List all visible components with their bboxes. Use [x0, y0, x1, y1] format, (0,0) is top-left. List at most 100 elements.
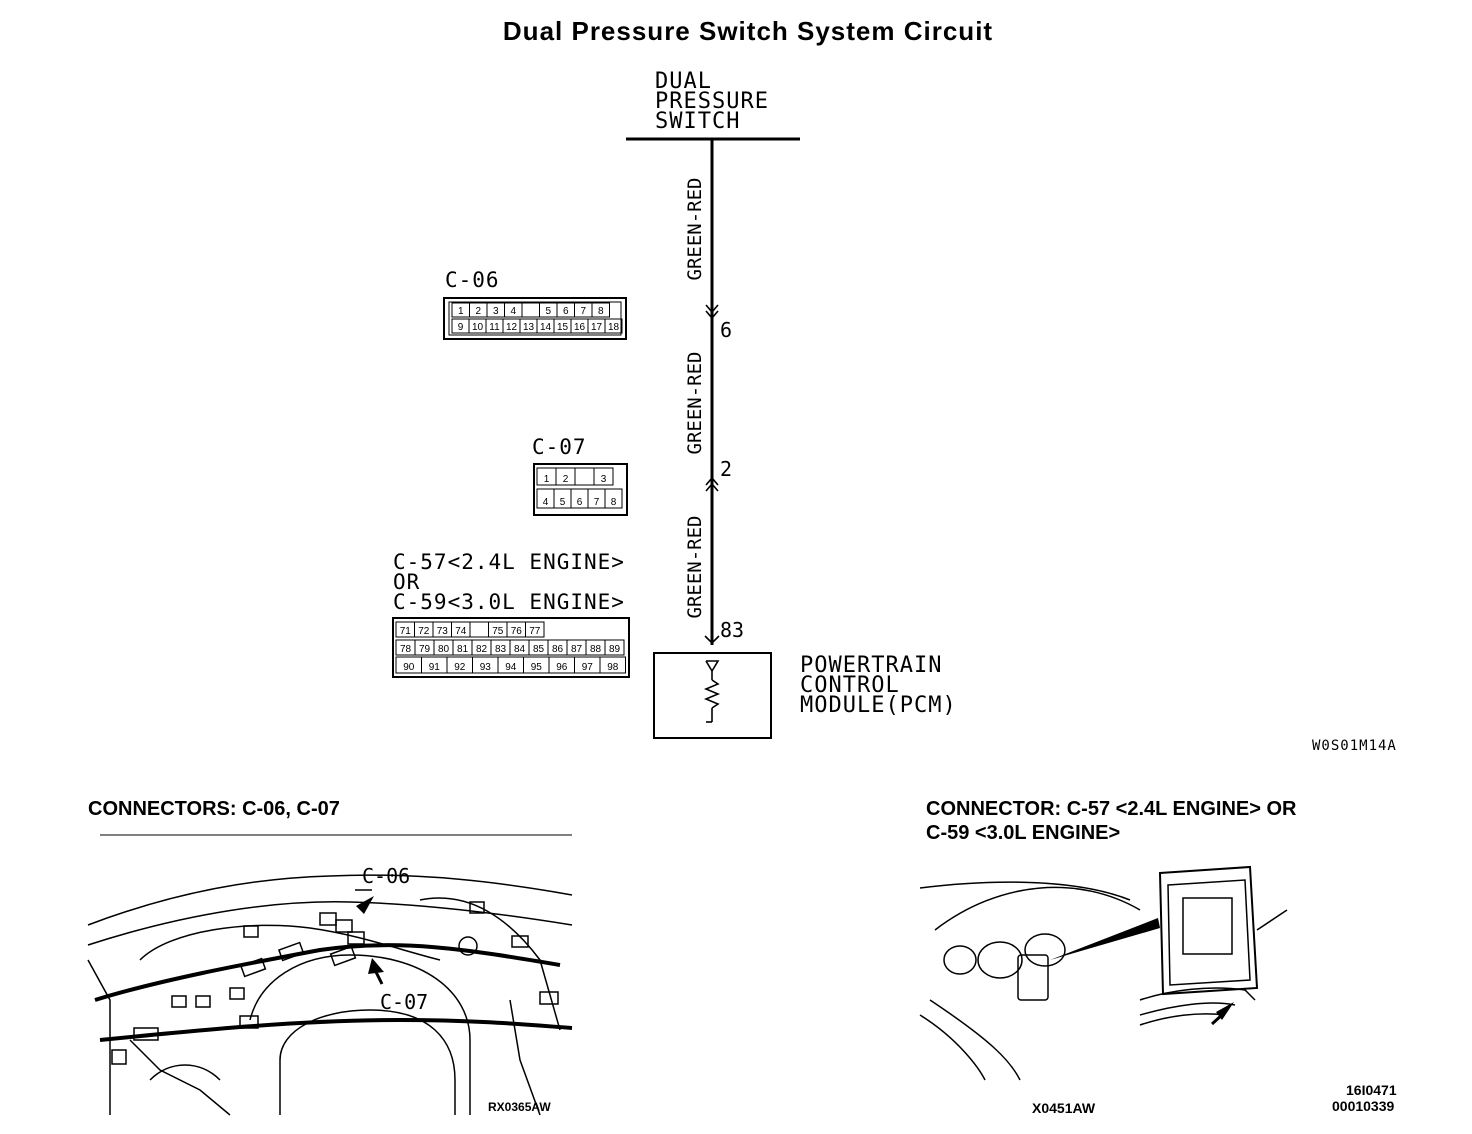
connector-pin-number: 6 [563, 306, 569, 317]
c57-name-line: OR [393, 570, 421, 594]
connector-pin-number: 84 [514, 644, 526, 655]
connector-pin-cell [591, 302, 610, 318]
connector-marker-c07 [705, 476, 719, 492]
connector-pin-number: 79 [419, 644, 431, 655]
connector-c06-name: C-06 [445, 268, 500, 292]
c57-name-line: C-57<2.4L ENGINE> [393, 550, 625, 574]
connector-pin-number: 72 [418, 626, 430, 637]
connector-pin-number: 75 [492, 626, 504, 637]
connector-pin-number: 5 [545, 306, 551, 317]
pcm-label-line: MODULE(PCM) [800, 693, 957, 718]
connector-pin-cell [593, 467, 614, 486]
connector-pin-cell [604, 639, 625, 656]
connector-pin-number: 93 [480, 662, 492, 673]
right-panel-heading-1: CONNECTOR: C-57 <2.4L ENGINE> OR [926, 798, 1297, 820]
connector-pin-number: 8 [611, 497, 617, 508]
switch-label-line: PRESSURE [655, 89, 769, 114]
connector-marker-pcm [704, 635, 720, 645]
connector-pin-cell [604, 318, 623, 334]
connector-pin-number: 15 [557, 322, 569, 333]
connector-pin-number: 95 [531, 662, 543, 673]
diagram-code: W0S01M14A [1312, 738, 1397, 754]
connector-pin-cell [469, 621, 489, 638]
switch-label-line: DUAL [655, 69, 712, 94]
connector-pin-number: 8 [598, 306, 604, 317]
left-panel-code: RX0365AW [488, 1100, 551, 1114]
connector-pin-number: 10 [472, 322, 484, 333]
connector-pin-number: 9 [458, 322, 464, 333]
connector-pin-number: 12 [506, 322, 518, 333]
connector-pin-number: 4 [510, 306, 516, 317]
connector-pin-cell [604, 488, 623, 509]
connector-pin-number: 76 [511, 626, 523, 637]
connector-pin-number: 4 [543, 497, 549, 508]
connector-pin-number: 5 [560, 497, 566, 508]
connector-pin-number: 87 [571, 644, 583, 655]
connector-pin-number: 94 [505, 662, 517, 673]
connector-pin-number: 1 [458, 306, 464, 317]
connector-pin-number: 83 [495, 644, 507, 655]
right-panel-heading-2: C-59 <3.0L ENGINE> [926, 822, 1121, 844]
connector-c57-face: 71 72 73 74 75 76 77 78 79 80 81 82 83 84 85 86 87 88 89 90… [392, 617, 630, 678]
callout-c06: C-06 [362, 864, 411, 888]
connector-pin-number: 78 [400, 644, 412, 655]
connector-pin-number: 97 [582, 662, 594, 673]
pcm-label: POWERTRAIN CONTROL MODULE(PCM) [800, 653, 957, 718]
right-panel-code: X0451AW [1032, 1100, 1096, 1116]
connector-pin-number: 11 [489, 322, 500, 333]
connector-pin-number: 1 [544, 474, 550, 485]
connector-pin-number: 80 [438, 644, 450, 655]
connector-pin-number: 82 [476, 644, 488, 655]
connector-pin-number: 81 [457, 644, 469, 655]
connector-pin-number: 71 [400, 626, 412, 637]
c57-name-line: C-59<3.0L ENGINE> [393, 590, 625, 614]
pin-pcm: 83 [720, 618, 745, 642]
connector-pin-number: 89 [609, 644, 621, 655]
callout-c07: C-07 [380, 990, 429, 1014]
connector-marker-c06 [705, 304, 719, 320]
connector-pin-number: 86 [552, 644, 564, 655]
dashboard-pcm-drawing [919, 865, 1288, 1081]
connector-pin-cell [574, 467, 595, 486]
doc-id-2: 00010339 [1332, 1098, 1395, 1114]
connector-pin-number: 3 [493, 306, 499, 317]
connector-pin-number: 2 [475, 306, 481, 317]
doc-id-1: 16I0471 [1346, 1082, 1397, 1098]
connector-pin-number: 98 [607, 662, 619, 673]
connector-pin-number: 7 [580, 306, 586, 317]
left-panel-heading: CONNECTORS: C-06, C-07 [88, 798, 340, 820]
connector-pin-number: 13 [523, 322, 535, 333]
connector-pin-number: 92 [454, 662, 466, 673]
connector-pin-number: 6 [577, 497, 583, 508]
connector-pin-cell [599, 656, 626, 674]
switch-label-line: SWITCH [655, 109, 741, 134]
pin-c07: 2 [720, 457, 733, 481]
connector-pin-number: 2 [563, 474, 569, 485]
page-title: Dual Pressure Switch System Circuit [502, 16, 994, 46]
connector-pin-number: 85 [533, 644, 545, 655]
connector-c57-name: C-57<2.4L ENGINE> OR C-59<3.0L ENGINE> [393, 550, 625, 614]
pcm-label-line: POWERTRAIN [800, 653, 943, 678]
connector-pin-number: 16 [574, 322, 586, 333]
connector-pin-number: 90 [403, 662, 415, 673]
connector-c07-name: C-07 [532, 435, 587, 459]
connector-pin-number: 18 [608, 322, 620, 333]
dashboard-harness-drawing [87, 834, 573, 1116]
pcm-internal-resistor [703, 660, 721, 723]
connector-pin-number: 91 [429, 662, 441, 673]
connector-pin-number: 96 [556, 662, 568, 673]
connector-pin-number: 88 [590, 644, 602, 655]
connector-pin-number: 3 [601, 474, 607, 485]
connector-pin-number: 14 [540, 322, 552, 333]
pin-c06: 6 [720, 318, 733, 342]
connector-pin-number: 73 [437, 626, 449, 637]
connector-pin-cell [521, 302, 540, 318]
pcm-box [653, 652, 772, 739]
connector-pin-number: 74 [455, 626, 467, 637]
connector-pin-cell [525, 621, 545, 638]
dual-pressure-switch-label: DUAL PRESSURE SWITCH [655, 69, 769, 134]
connector-pin-number: 77 [529, 626, 541, 637]
